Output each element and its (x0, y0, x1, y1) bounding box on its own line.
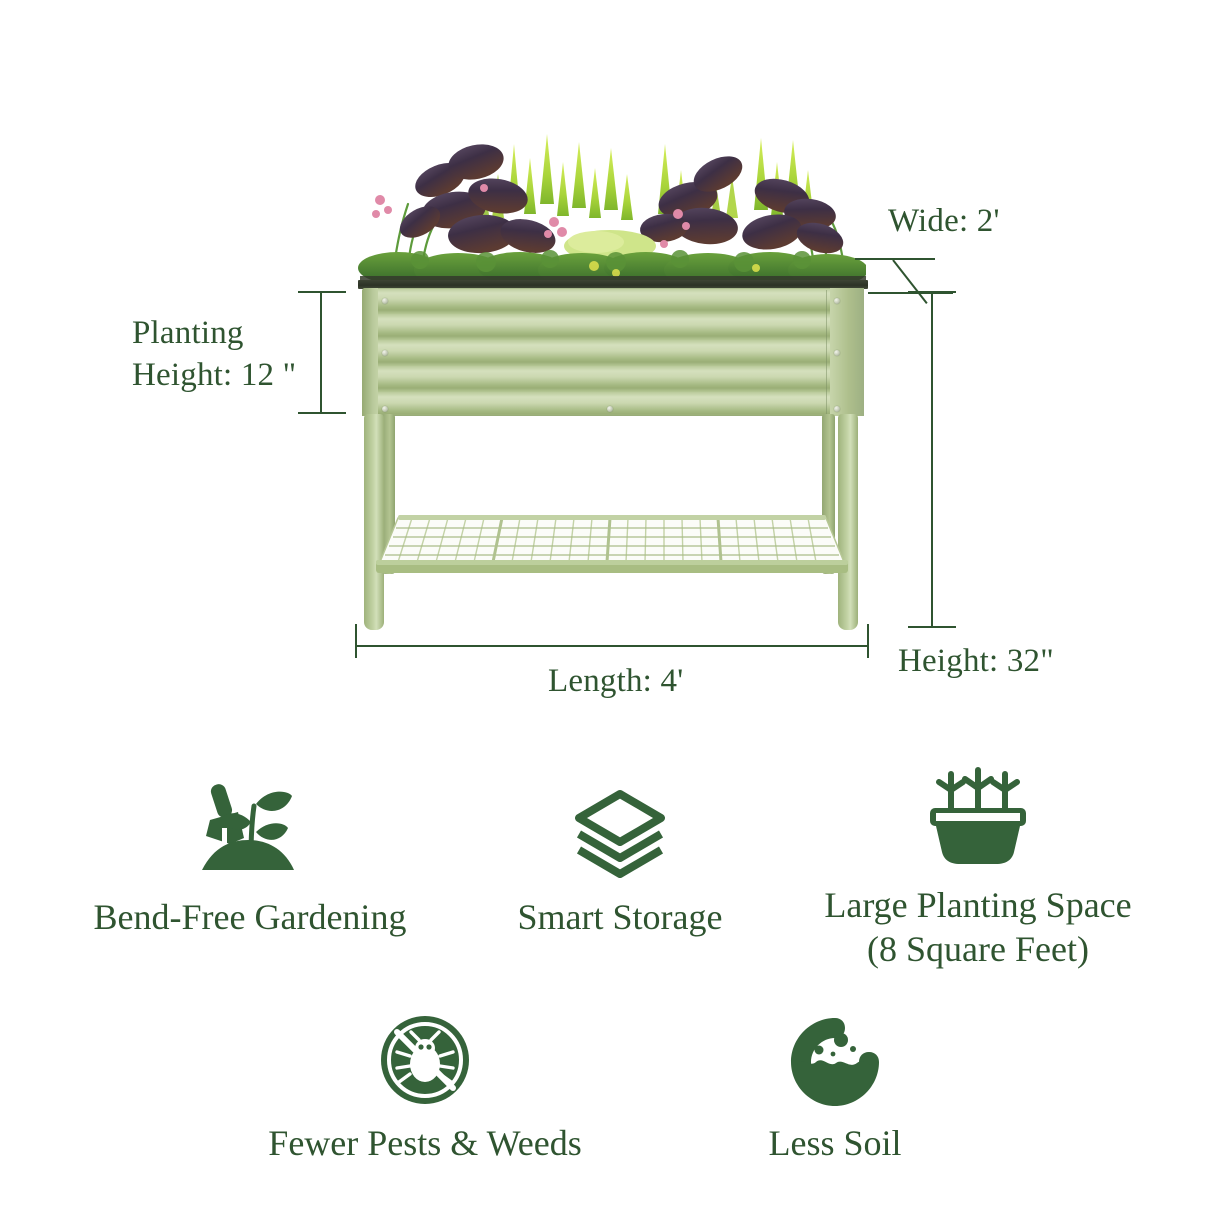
planting-height-rule (320, 291, 322, 413)
feature-label: Less Soil (768, 1123, 902, 1163)
bed-left-edge (362, 288, 378, 416)
length-right-cap (867, 624, 869, 658)
screw (834, 350, 840, 356)
screw (607, 406, 613, 412)
raised-garden-bed-illustration (352, 118, 872, 638)
planter-sprouts-icon (778, 762, 1178, 870)
height-bottom-cap (908, 626, 956, 628)
feature-smart-storage: Smart Storage (470, 774, 770, 940)
wide-label: Wide: 2' (888, 203, 1000, 239)
wide-bottom-guide (868, 292, 953, 294)
soil-bowl-icon (660, 1000, 1010, 1108)
planting-height-label: Planting Height: 12 " (132, 315, 297, 394)
screw (382, 350, 388, 356)
planting-height-top-cap (298, 291, 346, 293)
screw (382, 298, 388, 304)
layers-stack-icon (470, 774, 770, 882)
wide-top-guide (855, 258, 935, 260)
feature-label: Fewer Pests & Weeds (268, 1123, 582, 1163)
length-rule (355, 645, 869, 647)
shovel-plant-icon (40, 774, 460, 882)
bed-rim (358, 280, 868, 289)
corrugated-bed-panel (362, 288, 864, 416)
feature-fewer-pests-weeds: Fewer Pests & Weeds (210, 1000, 640, 1166)
feature-large-planting-space: Large Planting Space (8 Square Feet) (778, 762, 1178, 972)
feature-label: Bend-Free Gardening (93, 897, 407, 937)
leg-front-right (838, 414, 858, 630)
wide-diagonal-rule (892, 259, 928, 304)
height-label: Height: 32" (898, 643, 1054, 679)
wire-storage-shelf (372, 510, 852, 590)
no-bug-icon (210, 1000, 640, 1108)
feature-less-soil: Less Soil (660, 1000, 1010, 1166)
length-label: Length: 4' (548, 663, 684, 699)
planting-height-bottom-cap (298, 412, 346, 414)
leg-front-left (364, 414, 384, 630)
screw (834, 298, 840, 304)
length-left-cap (355, 624, 357, 658)
height-rule (931, 291, 933, 627)
feature-label: Large Planting Space (8 Square Feet) (824, 885, 1132, 969)
plant-foliage (358, 118, 866, 286)
screw (382, 406, 388, 412)
feature-bend-free-gardening: Bend-Free Gardening (40, 774, 460, 940)
screw (834, 406, 840, 412)
bed-panel-seam (826, 290, 827, 414)
feature-list: Bend-Free Gardening Smart Storage (0, 752, 1214, 1212)
feature-label: Smart Storage (517, 897, 723, 937)
